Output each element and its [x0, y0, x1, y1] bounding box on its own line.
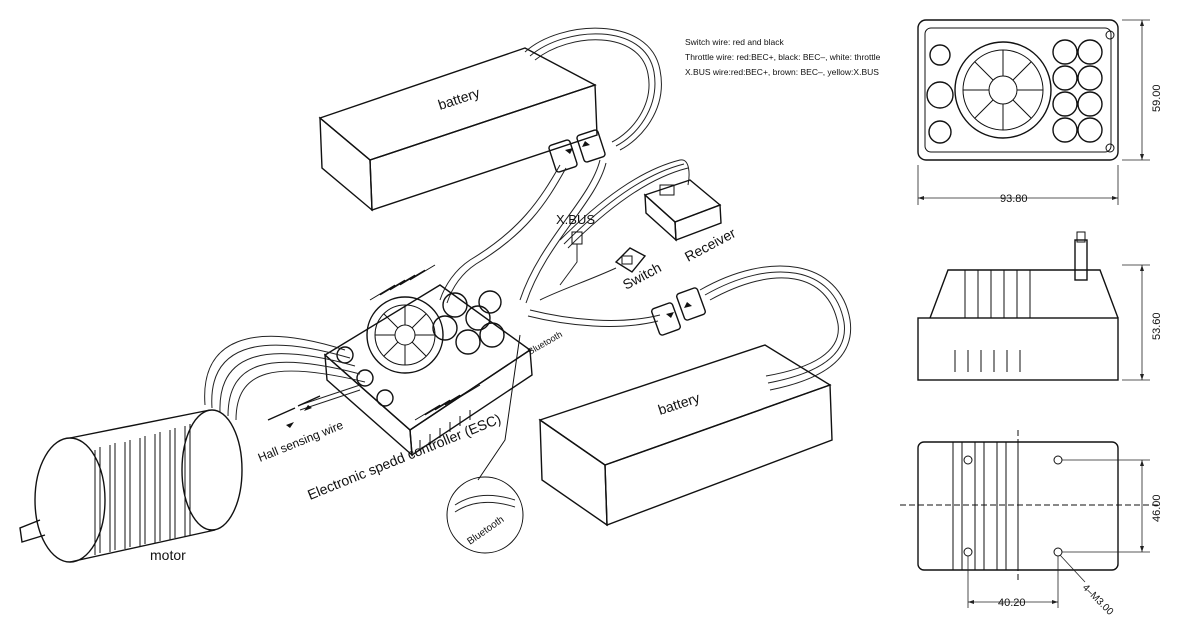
capacitors — [432, 290, 505, 355]
top-view: 93.80 59.00 — [917, 19, 1163, 205]
dim-top-width: 93.80 — [1000, 193, 1028, 205]
switch: Switch — [539, 247, 664, 301]
top-battery-wires — [439, 27, 662, 304]
connector-icon — [548, 129, 606, 173]
motor-wires — [204, 335, 366, 421]
dim-bottom-holes: 4–M3.00 — [1080, 582, 1116, 618]
hall-wire: Hall sensing wire — [256, 395, 346, 465]
motor-label: motor — [150, 547, 186, 563]
fan-icon — [366, 296, 444, 374]
motor: motor — [19, 409, 243, 563]
esc: Electronic spedd controller (ESC) — [305, 264, 533, 503]
dim-bottom-height: 46.00 — [1151, 494, 1163, 522]
note-xbus-wire: X.BUS wire:red:BEC+, brown: BEC–, yellow… — [685, 67, 879, 77]
connector-icon — [651, 287, 706, 336]
dim-bottom-spacing: 40.20 — [998, 597, 1026, 609]
bottom-view: 46.00 40.20 4–M3.00 — [900, 430, 1163, 618]
xbus-label: X.BUS — [556, 212, 595, 227]
battery-bottom-label: battery — [656, 389, 702, 417]
bottom-battery: battery — [538, 344, 833, 527]
receiver-label: Receiver — [682, 224, 739, 264]
bluetooth-label: Bluetooth — [526, 329, 564, 357]
dim-top-height: 59.00 — [1151, 84, 1163, 112]
side-view: 53.60 — [917, 231, 1163, 381]
xbus-connector: X.BUS — [556, 212, 595, 286]
dim-side-height: 53.60 — [1151, 312, 1163, 340]
note-throttle-wire: Throttle wire: red:BEC+, black: BEC–, wh… — [685, 52, 881, 62]
wire-notes: Switch wire: red and black Throttle wire… — [685, 37, 881, 77]
hall-label: Hall sensing wire — [256, 418, 346, 465]
note-switch-wire: Switch wire: red and black — [685, 37, 784, 47]
battery-top-label: battery — [436, 84, 482, 112]
bluetooth: Bluetooth Bluetooth — [446, 329, 564, 554]
bluetooth-detail-label: Bluetooth — [465, 514, 506, 547]
